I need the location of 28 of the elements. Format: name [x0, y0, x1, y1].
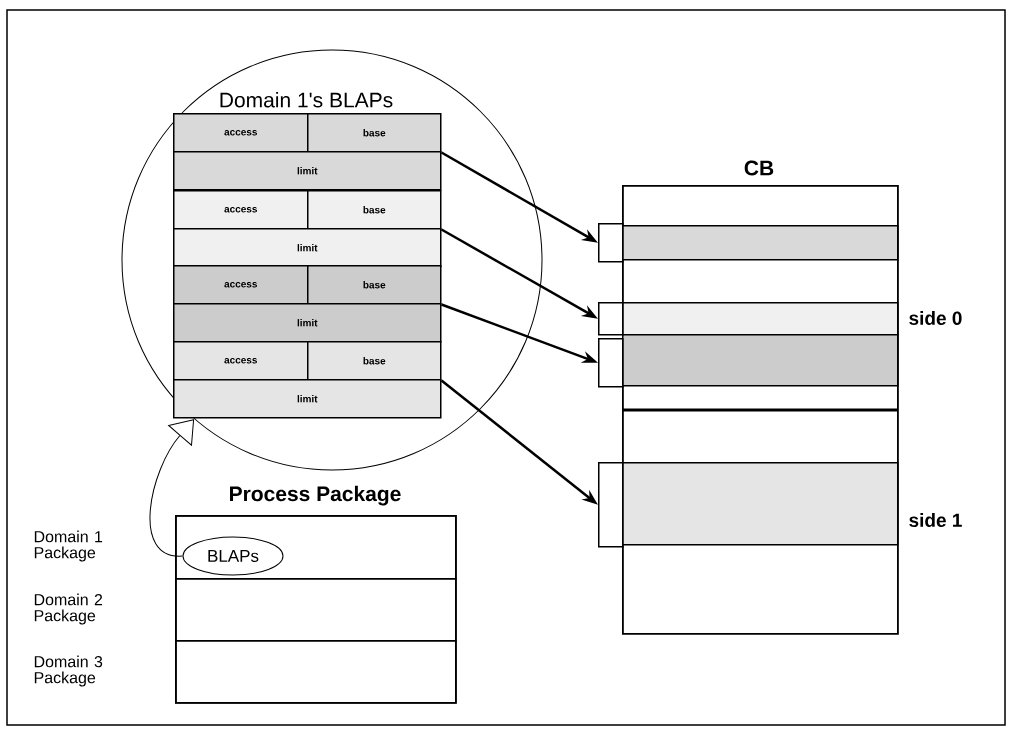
base-field: base [307, 265, 442, 305]
package-row [175, 640, 457, 704]
row-label: Domain 2 Package [34, 593, 103, 625]
tab-box [598, 338, 624, 388]
tab-box [598, 302, 624, 336]
package-row [175, 578, 457, 642]
side-label: side 0 [909, 311, 962, 325]
row-label: Domain 3 Package [34, 655, 103, 687]
access-field: access [173, 265, 309, 305]
circle-heading: Domain 1's BLAPs [220, 92, 393, 108]
node-label: access [224, 282, 258, 288]
access-field: access [173, 341, 309, 381]
package-heading: Process Package [230, 485, 401, 506]
tab-box [598, 462, 624, 548]
tab-box [598, 223, 624, 263]
row-label: Domain 1 Package [34, 530, 103, 562]
base-field: base [307, 341, 442, 381]
base-field: base [307, 190, 442, 230]
cb-heading: CB [744, 160, 774, 176]
arrow [149, 419, 195, 557]
access-field: access [173, 113, 309, 153]
memory-band [622, 462, 899, 546]
base-field: base [307, 113, 442, 153]
access-field: access [173, 190, 309, 230]
package-row [175, 515, 457, 580]
memory-band [622, 334, 899, 387]
memory-band [622, 302, 899, 336]
memory-band [622, 225, 899, 261]
